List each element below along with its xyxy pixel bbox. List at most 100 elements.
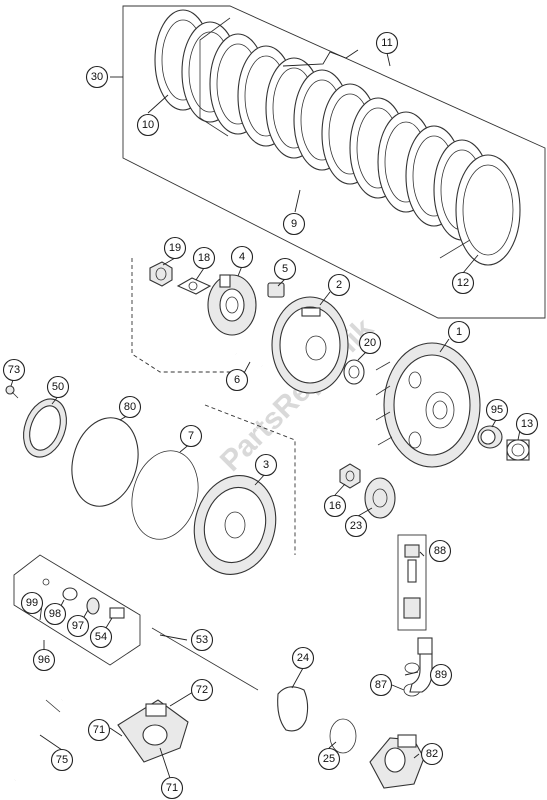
plate-pack-group: [122, 5, 546, 319]
callout-88: 88: [428, 539, 452, 563]
callout-23: 23: [344, 514, 368, 538]
clutch-slave-part: [369, 734, 425, 789]
callout-19: 19: [163, 236, 187, 260]
callout-24-label: 24: [297, 652, 309, 664]
callout-4-label: 4: [239, 251, 245, 263]
callout-87-label: 87: [375, 679, 387, 691]
callout-16: 16: [323, 494, 347, 518]
callout-50: 50: [46, 375, 70, 399]
pressure-plate-part: [193, 475, 277, 575]
callout-54: 54: [89, 625, 113, 649]
gasket-part: [277, 686, 309, 732]
hex-nut-part: [149, 261, 173, 287]
callout-30: 30: [85, 65, 109, 89]
clutch-spring-ring-part: [23, 398, 67, 458]
callout-18: 18: [192, 246, 216, 270]
friction-disc-part: [71, 417, 139, 507]
callout-99-label: 99: [26, 597, 38, 609]
callout-1: 1: [447, 320, 471, 344]
callout-2: 2: [327, 273, 351, 297]
push-rod-part: [151, 627, 259, 691]
bushing-part: [506, 439, 530, 461]
callout-6-label: 6: [234, 374, 240, 386]
callout-5: 5: [273, 257, 297, 281]
callout-99: 99: [20, 591, 44, 615]
callout-3-label: 3: [263, 459, 269, 471]
callout-9: 9: [282, 212, 306, 236]
bleed-syringe-part: [13, 699, 64, 781]
bolt-part: [5, 385, 19, 399]
callout-3: 3: [254, 453, 278, 477]
callout-24: 24: [291, 646, 315, 670]
callout-23-label: 23: [350, 520, 362, 532]
callout-12: 12: [451, 271, 475, 295]
callout-71-bottom: 71: [160, 776, 184, 800]
plate-discs: [154, 9, 521, 266]
primary-gear-part: [375, 342, 481, 468]
callout-54-label: 54: [95, 631, 107, 643]
callout-6: 6: [225, 368, 249, 392]
drive-gear-part: [364, 477, 396, 519]
callout-30-label: 30: [91, 71, 103, 83]
callout-88-label: 88: [434, 545, 446, 557]
inner-clutch-hub-part: [207, 274, 257, 336]
callout-10-label: 10: [142, 119, 154, 131]
callout-96-label: 96: [38, 654, 50, 666]
callout-16-label: 16: [329, 500, 341, 512]
callout-2-label: 2: [336, 279, 342, 291]
callout-1-label: 1: [456, 326, 462, 338]
callout-18-label: 18: [198, 252, 210, 264]
callout-73: 73: [2, 358, 26, 382]
callout-7: 7: [179, 424, 203, 448]
callout-95: 95: [485, 398, 509, 422]
callout-13: 13: [515, 412, 539, 436]
thrust-washer-part: [343, 359, 365, 385]
lock-washer-part: [176, 277, 212, 295]
callout-82-label: 82: [426, 748, 438, 760]
callout-71-bottom-label: 71: [166, 782, 178, 794]
callout-80: 80: [118, 395, 142, 419]
callout-73-label: 73: [8, 364, 20, 376]
o-ring-part: [329, 718, 357, 754]
callout-71-left: 71: [87, 718, 111, 742]
callout-4: 4: [230, 245, 254, 269]
callout-98: 98: [43, 602, 67, 626]
hose-fitting-part: [403, 637, 433, 697]
callout-20-label: 20: [364, 337, 376, 349]
callout-89: 89: [429, 663, 453, 687]
callout-9-label: 9: [291, 218, 297, 230]
bleeder-valve-kit: [397, 534, 427, 631]
wire-ring-part: [131, 450, 199, 540]
callout-5-label: 5: [282, 263, 288, 275]
damper-part: [267, 282, 285, 298]
callout-53: 53: [190, 628, 214, 652]
pin-part: [235, 352, 263, 368]
callout-97: 97: [66, 614, 90, 638]
callout-12-label: 12: [457, 277, 469, 289]
needle-bearing-part: [477, 425, 503, 449]
callout-96: 96: [32, 648, 56, 672]
slave-cylinder-part: [117, 699, 189, 763]
callout-80-label: 80: [124, 401, 136, 413]
callout-53-label: 53: [196, 634, 208, 646]
plate-pack-frame: [122, 5, 546, 319]
bleeder-valve-frame: [397, 534, 427, 631]
clutch-hub-dashed-frame: [131, 258, 246, 373]
callout-25: 25: [317, 747, 341, 771]
callout-82: 82: [420, 742, 444, 766]
callout-98-label: 98: [49, 608, 61, 620]
callout-11-label: 11: [381, 37, 392, 49]
callout-97-label: 97: [72, 620, 84, 632]
callout-25-label: 25: [323, 753, 335, 765]
callout-7-label: 7: [188, 430, 194, 442]
callout-87: 87: [369, 673, 393, 697]
callout-75: 75: [50, 748, 74, 772]
callout-11: 11: [375, 31, 399, 55]
outer-basket-part: [271, 296, 349, 394]
callout-19-label: 19: [169, 242, 181, 254]
callout-95-label: 95: [491, 404, 503, 416]
callout-20: 20: [358, 331, 382, 355]
callout-71-left-label: 71: [93, 724, 105, 736]
callout-89-label: 89: [435, 669, 447, 681]
